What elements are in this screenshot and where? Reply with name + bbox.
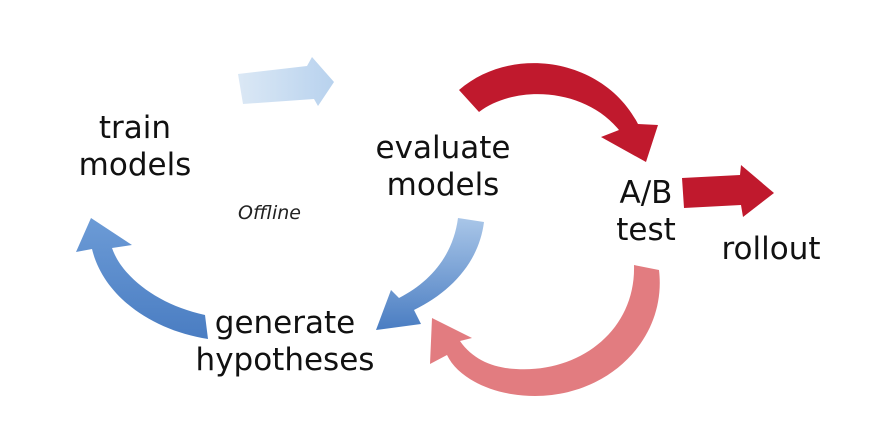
- ab-test-line-2: test: [616, 212, 676, 248]
- train-models-line-2: models: [78, 147, 192, 183]
- arrow-generate-to-train: [76, 218, 208, 339]
- arrow-evaluate-to-generate: [376, 218, 484, 330]
- evaluate-models-line-1: evaluate: [375, 130, 511, 166]
- train-models-label: train models: [70, 110, 200, 184]
- generate-hypotheses-line-2: hypotheses: [195, 342, 375, 378]
- ab-test-line-1: A/B: [619, 175, 673, 211]
- train-models-line-1: train: [98, 110, 172, 146]
- arrow-evaluate-to-ab: [459, 63, 658, 162]
- rollout-label: rollout: [712, 231, 830, 268]
- arrow-train-to-evaluate: [238, 57, 334, 106]
- generate-hypotheses-label: generate hypotheses: [190, 305, 380, 379]
- ab-test-label: A/B test: [596, 175, 696, 249]
- arrow-ab-to-generate: [430, 265, 660, 396]
- generate-hypotheses-line-1: generate: [214, 305, 356, 341]
- rollout-line-1: rollout: [721, 231, 821, 267]
- arrow-ab-to-rollout: [682, 165, 774, 217]
- evaluate-models-label: evaluate models: [363, 130, 523, 204]
- evaluate-models-line-2: models: [386, 167, 500, 203]
- offline-label: Offline: [238, 202, 301, 224]
